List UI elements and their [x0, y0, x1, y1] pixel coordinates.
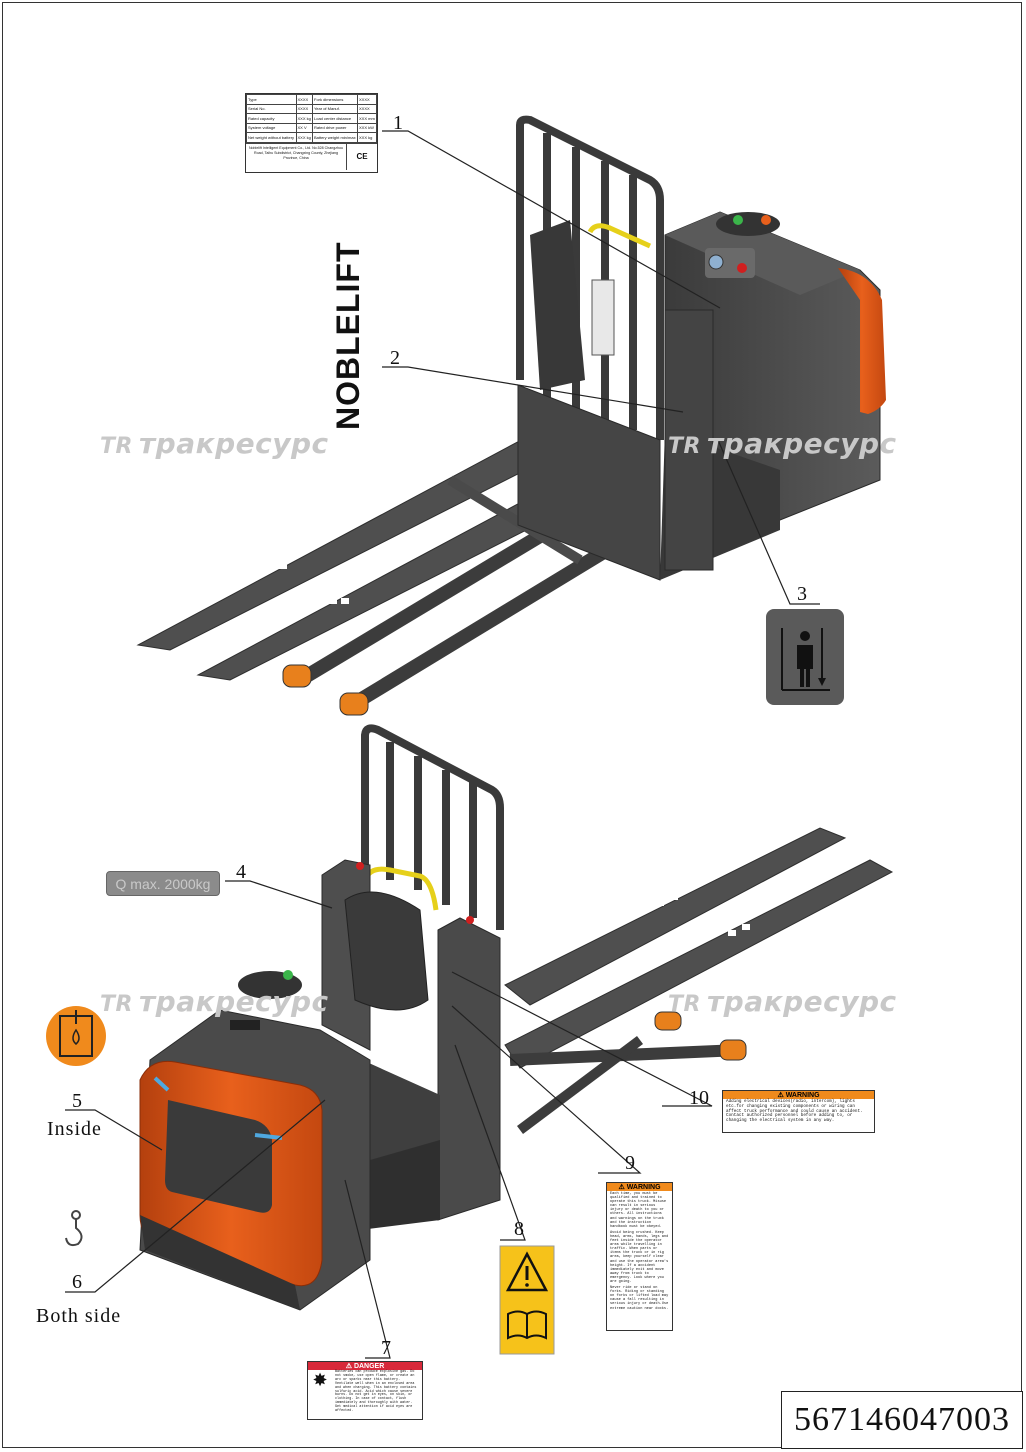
- warning-text: Adding electrical devices(radio, interco…: [726, 1099, 863, 1124]
- nameplate-label: Type XXXX Fork dimensions XXXX Serial No…: [245, 93, 378, 173]
- load-wheel-icon: [339, 692, 369, 716]
- nameplate-cell: XXX kW: [357, 122, 377, 133]
- document-number: 567146047003: [781, 1391, 1023, 1449]
- nameplate-cell: XXX mm: [357, 113, 377, 124]
- truck-top: [136, 115, 886, 716]
- load-wheel-icon: [719, 1039, 747, 1061]
- nameplate-cell: XXXX: [357, 94, 377, 105]
- nameplate-cell: Fork dimensions: [311, 94, 359, 105]
- brand-logo-text: NOBLELIFT: [330, 241, 366, 430]
- watermark-logo: TR: [100, 434, 133, 459]
- load-wheel-icon: [282, 664, 312, 688]
- callout-6: 6: [72, 1271, 82, 1293]
- nameplate-cell: XX V: [295, 122, 313, 133]
- warning-label-10: ⚠ WARNING Adding electrical devices(radi…: [722, 1090, 875, 1133]
- callout-2: 2: [390, 347, 400, 369]
- callout-8: 8: [514, 1218, 524, 1240]
- nameplate-cell: Battery weight min/max: [311, 132, 359, 143]
- note-both-side: Both side: [36, 1305, 122, 1327]
- nameplate-cell: Load center distance: [311, 113, 359, 124]
- callout-5: 5: [72, 1090, 82, 1112]
- warning-triangle-icon: ⚠: [777, 1092, 784, 1099]
- danger-header: ⚠ DANGER: [308, 1362, 422, 1370]
- watermark-logo: TR: [100, 992, 133, 1017]
- nameplate-cell: Net weight without battery: [246, 132, 297, 143]
- nameplate-row: Type XXXX Fork dimensions XXXX: [246, 94, 377, 105]
- truck-bottom: [139, 724, 894, 1311]
- nameplate-cell: XXX kg: [295, 113, 313, 124]
- note-inside: Inside: [47, 1118, 102, 1140]
- callout-10: 10: [689, 1087, 709, 1109]
- nameplate-cell: XXX kg: [295, 132, 313, 143]
- nameplate-row: Net weight without battery XXX kg Batter…: [246, 132, 377, 143]
- nameplate-cell: Rated drive power: [311, 122, 359, 133]
- watermark-text: трaкресурс: [138, 427, 329, 460]
- nameplate-cell: XXXX: [295, 94, 313, 105]
- callout-7: 7: [381, 1337, 391, 1359]
- danger-label-7: ⚠ DANGER ✸ Batteries can produce explosi…: [307, 1361, 423, 1420]
- warning-text-3: Never ride or stand on forks. Riding or …: [610, 1286, 669, 1311]
- warning-header: ⚠ WARNING: [607, 1183, 672, 1191]
- watermark-text: трaкресурс: [706, 427, 897, 460]
- manufacturer-address: Noblelift Intelligent Equipment Co., Ltd…: [248, 145, 344, 160]
- qmax-capacity-label: Q max. 2000kg: [106, 871, 220, 896]
- callout-9: 9: [625, 1152, 635, 1174]
- watermark-logo: TR: [668, 992, 701, 1017]
- callout-1: 1: [393, 112, 403, 134]
- ce-mark: CE: [346, 143, 377, 170]
- warning-text-1: Each time, you must be qualified and tra…: [610, 1192, 667, 1229]
- standing-operator-icon: [766, 609, 844, 705]
- callout-4: 4: [236, 861, 246, 883]
- watermark-text: трaкресурс: [706, 985, 897, 1018]
- orange-cover-top: [838, 268, 886, 414]
- read-manual-label: [499, 1245, 555, 1355]
- hook-icon: [65, 1210, 83, 1247]
- fork-far-bottom: [504, 827, 847, 1006]
- watermark-text: трaкресурс: [138, 985, 329, 1018]
- nameplate-cell: Serial No.: [246, 103, 297, 114]
- nameplate-row: Serial No. XXXX Year of Manuf. XXXX: [246, 103, 377, 114]
- nameplate-cell: XXX kg: [357, 132, 377, 143]
- danger-triangle-icon: ⚠: [345, 1363, 352, 1370]
- warning-text-2: Avoid being crushed. Keep head, arms, ha…: [610, 1230, 669, 1284]
- leader-lines: [65, 130, 820, 1359]
- nameplate-cell: Type: [246, 94, 297, 105]
- callout-3: 3: [797, 583, 807, 605]
- nameplate-cell: Rated capacity: [246, 113, 297, 124]
- danger-text: Batteries can produce explosive gas. Do …: [335, 1370, 417, 1414]
- fill-oil-icon: [46, 1006, 106, 1066]
- nameplate-cell: XXXX: [357, 103, 377, 114]
- warning-triangle-icon: ⚠: [618, 1184, 625, 1191]
- warning-label-9: ⚠ WARNING Each time, you must be qualifi…: [606, 1182, 673, 1331]
- nameplate-row: Rated capacity XXX kg Load center distan…: [246, 113, 377, 124]
- nameplate-cell: XXXX: [295, 103, 313, 114]
- warning-header: ⚠ WARNING: [723, 1091, 874, 1099]
- nameplate-cell: System voltage: [246, 122, 297, 133]
- mast-guard-bottom: [361, 724, 504, 930]
- load-wheel-icon: [654, 1011, 682, 1031]
- watermark-logo: TR: [668, 434, 701, 459]
- explosion-icon: ✸: [312, 1370, 328, 1390]
- nameplate-row: System voltage XX V Rated drive power XX…: [246, 122, 377, 133]
- nameplate-cell: Year of Manuf.: [311, 103, 359, 114]
